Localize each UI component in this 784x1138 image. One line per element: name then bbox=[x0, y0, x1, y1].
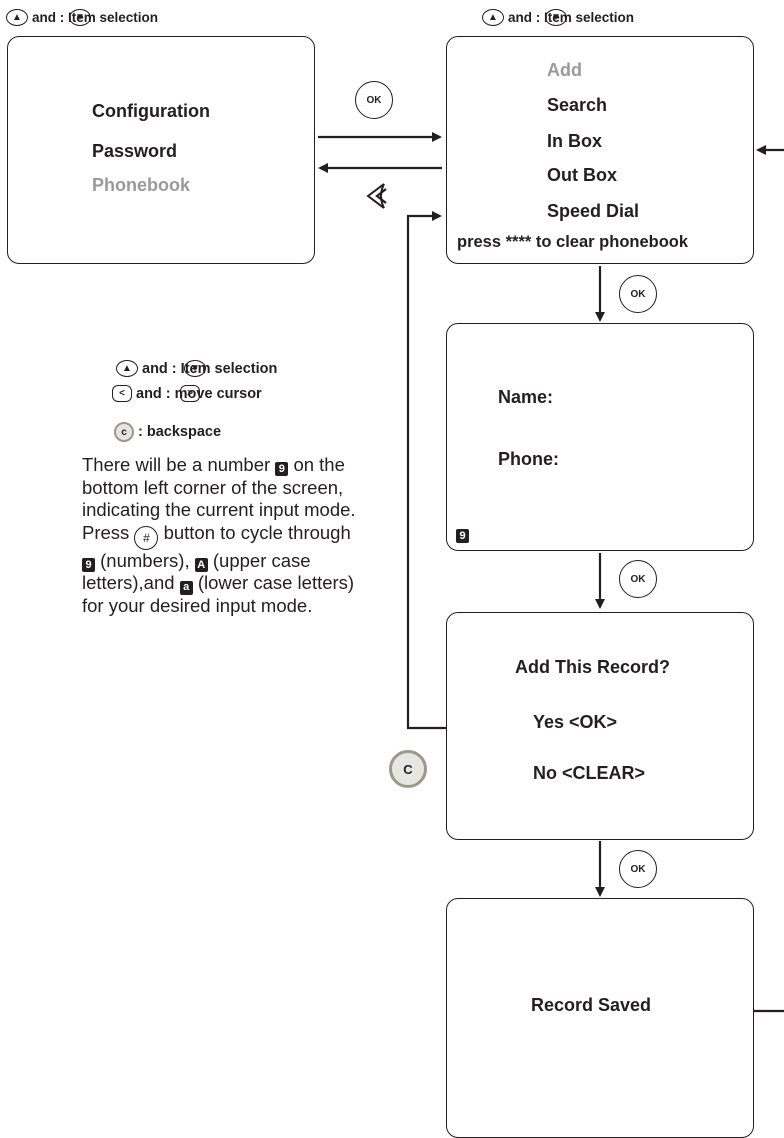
down-key-icon: ▼ bbox=[545, 9, 567, 26]
left-key-icon[interactable] bbox=[362, 180, 394, 217]
help-item-selection: ▲ ▼ and : Item selection bbox=[116, 360, 277, 377]
numbers-mode-icon: 9 bbox=[275, 462, 289, 477]
confirm-yes-option[interactable]: Yes <OK> bbox=[533, 712, 618, 732]
help-para-text: button to cycle through bbox=[163, 521, 351, 543]
entry-screen: Name: Phone: 9 bbox=[446, 323, 754, 551]
clear-phonebook-hint: press **** to clear phonebook bbox=[457, 233, 689, 251]
help-backspace: c : backspace bbox=[114, 422, 221, 442]
lower-case-mode-icon: a bbox=[179, 580, 193, 595]
saved-screen: Record Saved bbox=[446, 898, 754, 1138]
help-cursor-text: and : move cursor bbox=[136, 385, 262, 402]
down-key-icon: ▼ bbox=[69, 9, 91, 26]
up-key-icon: ▲ bbox=[482, 9, 504, 26]
help-move-cursor: < > and : move cursor bbox=[112, 385, 262, 402]
input-mode-explanation: There will be a number 9 on the bottom l… bbox=[82, 454, 367, 617]
right-key-icon: > bbox=[180, 385, 200, 402]
left-key-icon: < bbox=[112, 385, 132, 402]
help-backspace-text: : backspace bbox=[138, 424, 222, 440]
menu-item-password[interactable]: Password bbox=[92, 141, 178, 161]
menu-item-phonebook[interactable]: Phonebook bbox=[92, 175, 190, 195]
phone-field-label[interactable]: Phone: bbox=[498, 449, 559, 469]
header-right-text: and : Item selection bbox=[508, 10, 635, 25]
menu-item-out-box[interactable]: Out Box bbox=[547, 165, 617, 185]
help-para-text: (numbers), bbox=[100, 549, 190, 571]
help-para-text: (upper case letters),and bbox=[82, 549, 311, 594]
numbers-mode-icon: 9 bbox=[82, 558, 95, 572]
hash-key-icon: # bbox=[134, 525, 159, 550]
confirm-title: Add This Record? bbox=[515, 657, 671, 677]
down-key-icon: ▼ bbox=[184, 360, 206, 377]
phonebook-menu-screen: Add Search In Box Out Box Speed Dial pre… bbox=[446, 36, 754, 264]
header-item-selection-left: ▲ ▼ and : Item selection bbox=[6, 9, 158, 26]
header-item-selection-right: ▲ ▼ and : Item selection bbox=[482, 9, 634, 26]
clear-return-line bbox=[406, 211, 446, 730]
help-para-text: on the bottom left corner of the screen,… bbox=[82, 454, 356, 543]
help-selection-text: and : Item selection bbox=[142, 360, 278, 377]
help-para-text: There will be a number bbox=[82, 454, 271, 475]
ok-button[interactable]: OK bbox=[619, 560, 657, 598]
menu-item-speed-dial[interactable]: Speed Dial bbox=[547, 201, 640, 221]
menu-item-in-box[interactable]: In Box bbox=[547, 131, 603, 151]
record-saved-message: Record Saved bbox=[531, 995, 652, 1015]
menu-item-configuration[interactable]: Configuration bbox=[92, 101, 210, 121]
help-para-text: (lower case letters) for your desired in… bbox=[82, 572, 355, 616]
confirm-no-option[interactable]: No <CLEAR> bbox=[533, 763, 646, 783]
up-key-icon: ▲ bbox=[6, 9, 28, 26]
up-key-icon: ▲ bbox=[116, 360, 138, 377]
confirm-screen: Add This Record? Yes <OK> No <CLEAR> bbox=[446, 612, 754, 840]
input-mode-indicator: 9 bbox=[456, 529, 469, 543]
clear-button[interactable]: C bbox=[389, 750, 427, 788]
menu-item-add[interactable]: Add bbox=[547, 60, 582, 80]
upper-case-mode-icon: A bbox=[194, 558, 208, 572]
ok-button[interactable]: OK bbox=[355, 81, 393, 119]
menu-item-search[interactable]: Search bbox=[547, 95, 608, 115]
name-field-label[interactable]: Name: bbox=[498, 387, 554, 407]
c-key-icon: c bbox=[114, 422, 134, 442]
ok-button[interactable]: OK bbox=[619, 850, 657, 888]
header-left-text: and : Item selection bbox=[32, 10, 159, 25]
ok-button[interactable]: OK bbox=[619, 275, 657, 313]
main-menu-screen: Configuration Password Phonebook bbox=[7, 36, 315, 264]
